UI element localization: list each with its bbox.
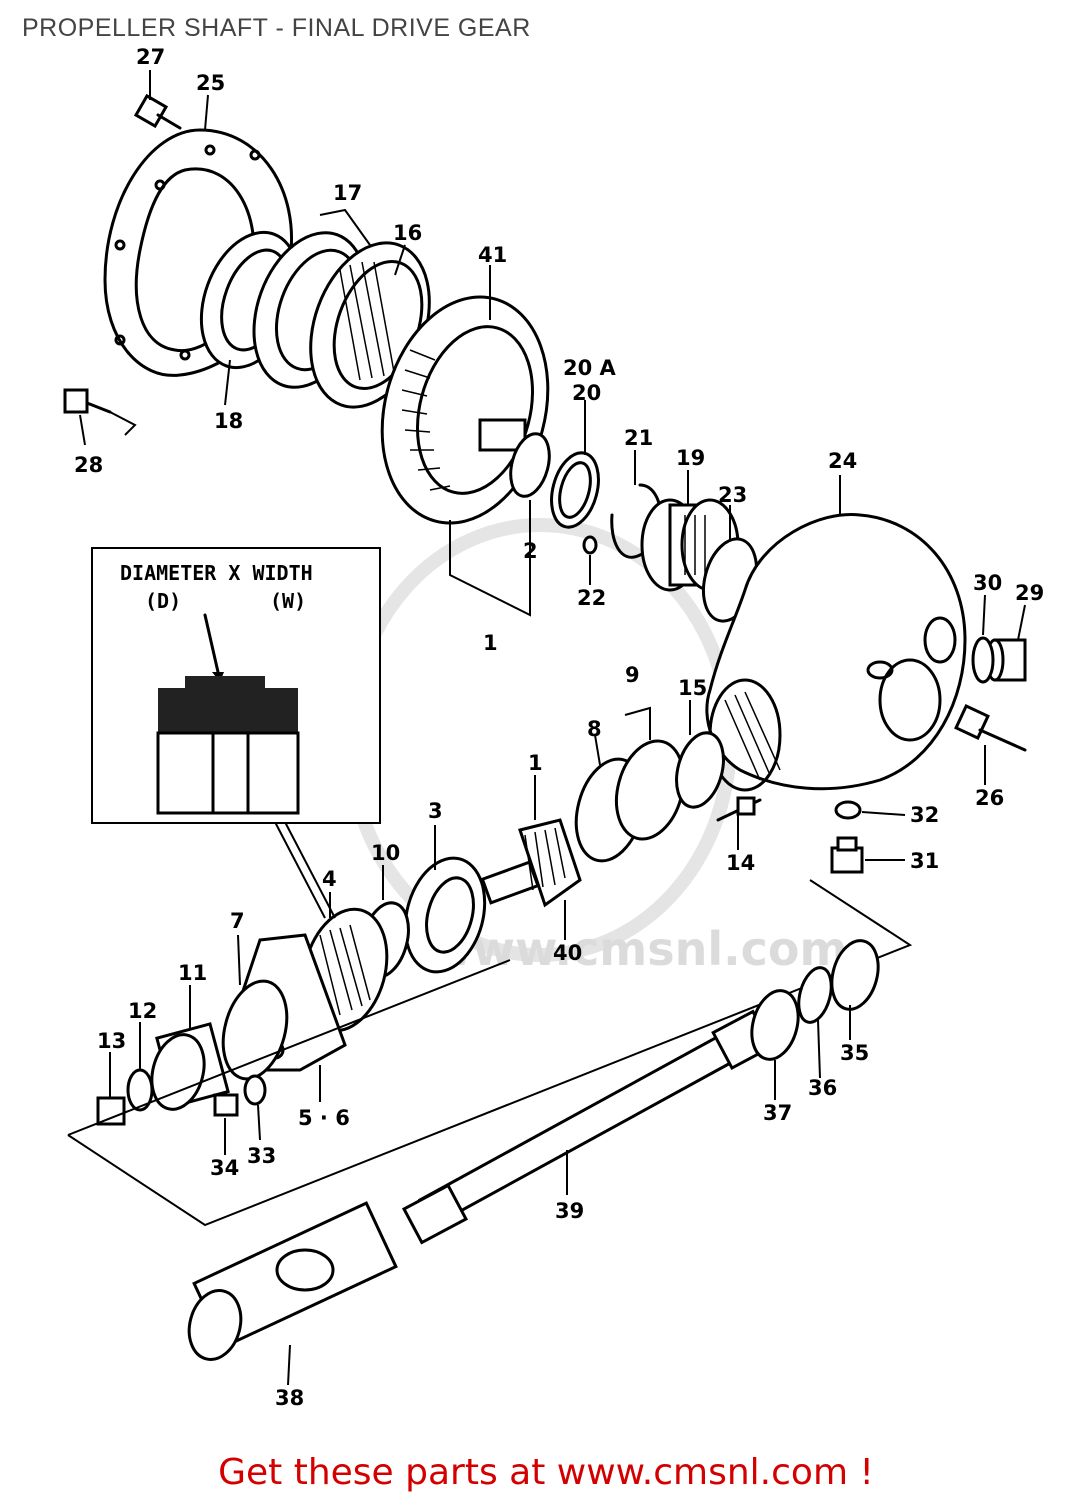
part-nut-31[interactable]: [830, 836, 864, 874]
part-shim-20[interactable]: [544, 448, 606, 533]
callout-11: 11: [178, 961, 207, 985]
callout-25: 25: [196, 71, 225, 95]
callout-13: 13: [97, 1029, 126, 1053]
part-spacer-2[interactable]: [504, 429, 555, 500]
part-spring-35[interactable]: [825, 935, 886, 1014]
callout-5-6: 5 · 6: [298, 1106, 350, 1130]
part-oring-37[interactable]: [745, 985, 806, 1064]
callout-26: 26: [975, 786, 1004, 810]
callout-2: 2: [523, 539, 538, 563]
callout-15: 15: [678, 676, 707, 700]
page-title: PROPELLER SHAFT - FINAL DRIVE GEAR: [22, 14, 531, 42]
callout-1-top: 1: [483, 631, 498, 655]
callout-19: 19: [676, 446, 705, 470]
footer-promo-link[interactable]: Get these parts at www.cmsnl.com !: [218, 1452, 874, 1493]
part-oring-30[interactable]: [971, 636, 995, 684]
callout-14: 14: [726, 851, 755, 875]
part-bearing-11[interactable]: [144, 1022, 230, 1115]
part-stud-14[interactable]: [716, 796, 762, 822]
part-ring-gear[interactable]: [358, 278, 572, 542]
callout-17: 17: [333, 181, 362, 205]
callout-29: 29: [1015, 581, 1044, 605]
callout-37: 37: [763, 1101, 792, 1125]
callout-22: 22: [577, 586, 606, 610]
part-washer-33[interactable]: [243, 1074, 267, 1106]
part-bolt-34[interactable]: [213, 1093, 239, 1117]
callout-31: 31: [910, 849, 939, 873]
callout-1-mid: 1: [528, 751, 543, 775]
part-circlip-21[interactable]: [610, 483, 663, 559]
part-pinion-gear[interactable]: [480, 818, 582, 908]
callout-24: 24: [828, 449, 857, 473]
callout-20a: 20 A: [563, 356, 617, 380]
callout-9: 9: [625, 663, 640, 687]
callout-4: 4: [322, 867, 337, 891]
callout-8: 8: [587, 717, 602, 741]
callout-32: 32: [910, 803, 939, 827]
callout-38: 38: [275, 1386, 304, 1410]
callout-34: 34: [210, 1156, 239, 1180]
part-seal-15[interactable]: [669, 728, 731, 813]
callout-36: 36: [808, 1076, 837, 1100]
part-bolt-26[interactable]: [954, 704, 1027, 752]
inset-d-label: (D): [145, 589, 181, 613]
part-bearing-3[interactable]: [393, 849, 496, 981]
part-plug-29[interactable]: [985, 638, 1027, 682]
part-propeller-shaft[interactable]: [401, 1009, 774, 1245]
part-bolt-28[interactable]: [63, 388, 112, 414]
callout-35: 35: [840, 1041, 869, 1065]
callout-16: 16: [393, 221, 422, 245]
callout-labels: 27 25 17 16 41 20 A 20 21 19 23 24 18 28…: [74, 45, 1044, 1410]
callout-40: 40: [553, 941, 582, 965]
callout-12: 12: [128, 999, 157, 1023]
callout-39: 39: [555, 1199, 584, 1223]
part-washer-32[interactable]: [834, 800, 862, 820]
part-clip-36[interactable]: [793, 964, 836, 1026]
callout-18: 18: [214, 409, 243, 433]
callout-7: 7: [230, 909, 245, 933]
inset-heading: DIAMETER X WIDTH: [120, 561, 313, 585]
part-gear-housing[interactable]: [705, 512, 967, 792]
inset-dimension-box: DIAMETER X WIDTH (D) (W): [91, 547, 381, 824]
part-bolt-27[interactable]: [133, 93, 182, 130]
callout-27: 27: [136, 45, 165, 69]
callout-33: 33: [247, 1144, 276, 1168]
watermark-text: www.cmsnl.com: [430, 922, 847, 976]
part-universal-joint[interactable]: [182, 1201, 398, 1365]
part-pin-22[interactable]: [582, 535, 598, 555]
part-nut-13[interactable]: [96, 1096, 126, 1126]
callout-20: 20: [572, 381, 601, 405]
callout-23: 23: [718, 483, 747, 507]
inset-w-label: (W): [270, 589, 306, 613]
callout-10: 10: [371, 841, 400, 865]
callout-21: 21: [624, 426, 653, 450]
callout-30: 30: [973, 571, 1002, 595]
callout-3: 3: [428, 799, 443, 823]
callout-41: 41: [478, 243, 507, 267]
leader-lines: [79, 70, 1026, 1386]
callout-28: 28: [74, 453, 103, 477]
